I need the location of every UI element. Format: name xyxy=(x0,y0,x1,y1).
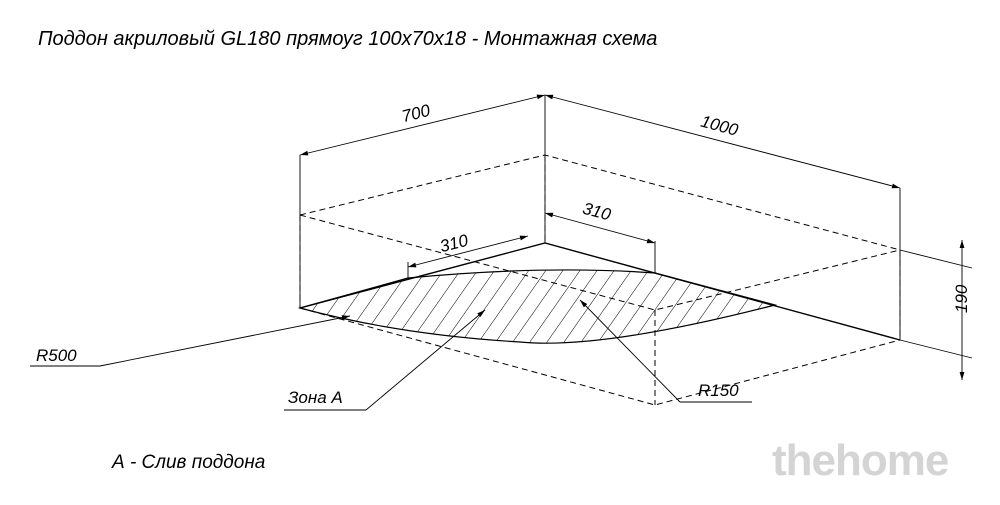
callout-r150: R150 xyxy=(698,381,739,400)
callout-zone-a: Зона А xyxy=(288,388,343,407)
dimension-700: 700 xyxy=(299,94,546,156)
dimension-1000-label: 1000 xyxy=(699,112,741,140)
dimension-310-right-label: 310 xyxy=(581,199,614,225)
dimension-310-left: 310 xyxy=(407,231,529,278)
drawing-title: Поддон акриловый GL180 прямоуг 100х70х18… xyxy=(38,28,658,50)
drain-zone-a xyxy=(297,269,778,344)
leader-r500: R500 xyxy=(30,315,351,367)
dimension-310-right: 310 xyxy=(544,199,656,273)
dimension-700-label: 700 xyxy=(400,101,433,126)
dimension-190: 190 xyxy=(899,240,973,380)
dimension-1000: 1000 xyxy=(544,94,901,189)
watermark-logo: thehome xyxy=(772,436,949,485)
dimension-190-label: 190 xyxy=(952,284,971,313)
leader-r150: R150 xyxy=(579,299,752,403)
legend-drain: А - Слив поддона xyxy=(112,452,266,473)
leader-zone-a: Зона А xyxy=(284,309,486,411)
callout-r500: R500 xyxy=(36,346,77,365)
